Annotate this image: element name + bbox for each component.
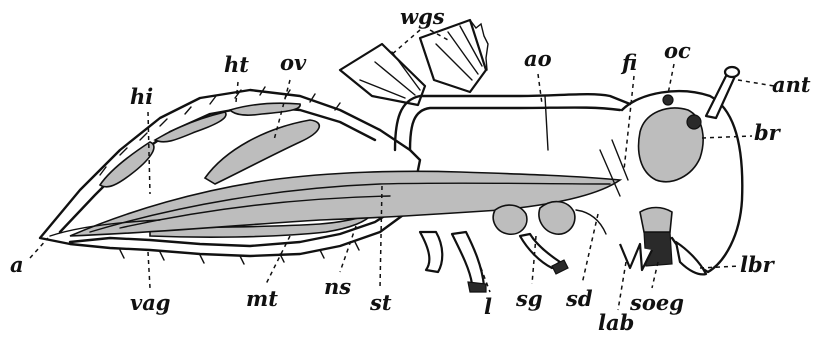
subesophageal-ganglion: [644, 232, 672, 266]
label-wgs: wgs: [400, 4, 445, 29]
label-ns: ns: [324, 274, 351, 299]
label-sd: sd: [565, 286, 593, 311]
legs: [420, 232, 568, 292]
label-oc: oc: [664, 38, 691, 63]
wings: [340, 20, 488, 105]
ocellus: [663, 95, 673, 105]
compound-eye: [687, 115, 701, 129]
label-mt: mt: [246, 286, 278, 311]
label-fi: fi: [620, 50, 637, 75]
label-vag: vag: [130, 290, 171, 315]
label-br: br: [754, 120, 782, 145]
label-lab: lab: [598, 310, 634, 335]
label-sg: sg: [515, 286, 543, 311]
label-soeg: soeg: [629, 290, 684, 315]
label-lbr: lbr: [740, 252, 776, 277]
label-ov: ov: [280, 50, 307, 75]
ovary: [205, 120, 319, 184]
label-hi: hi: [130, 84, 153, 109]
aorta-arch: [395, 94, 630, 150]
label-l: l: [484, 294, 492, 319]
salivary-duct: [576, 210, 606, 234]
label-a: a: [10, 252, 24, 277]
labrum: [676, 242, 706, 274]
label-ht: ht: [224, 52, 249, 77]
label-ant: ant: [772, 72, 811, 97]
label-ao: ao: [524, 46, 552, 71]
label-st: st: [369, 290, 392, 315]
salivary-gland: [539, 202, 575, 235]
